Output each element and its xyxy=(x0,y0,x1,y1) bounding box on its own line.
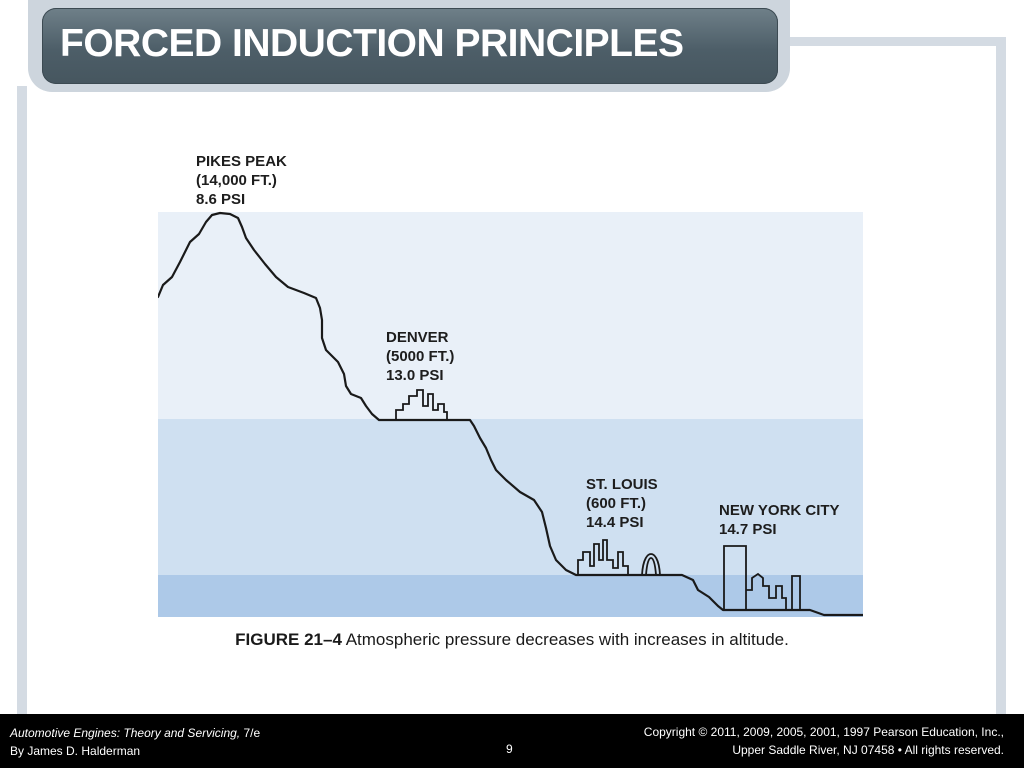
copyright-line-2: Upper Saddle River, NJ 07458 • All right… xyxy=(732,743,1004,757)
denver-elevation: (5000 FT.) xyxy=(386,348,455,365)
slide-title: FORCED INDUCTION PRINCIPLES xyxy=(60,22,684,65)
page-number: 9 xyxy=(506,742,513,756)
st-louis-elevation: (600 FT.) xyxy=(586,495,647,512)
figure-number: FIGURE 21–4 xyxy=(235,630,342,649)
terrain-profile-line xyxy=(158,211,863,617)
footer-book-title: Automotive Engines: Theory and Servicing… xyxy=(10,726,241,740)
footer-author: By James D. Halderman xyxy=(10,744,141,758)
st-louis-name: ST. LOUIS xyxy=(586,476,658,493)
title-banner xyxy=(42,8,778,84)
altitude-illustration xyxy=(158,211,863,617)
copyright-line-1: Copyright © 2011, 2009, 2005, 2001, 1997… xyxy=(643,725,1004,739)
label-new-york-city: NEW YORK CITY 14.7 PSI xyxy=(719,501,840,539)
slide-footer: Automotive Engines: Theory and Servicing… xyxy=(0,714,1024,768)
pikes-peak-name: PIKES PEAK xyxy=(196,153,287,170)
label-denver: DENVER (5000 FT.) 13.0 PSI xyxy=(386,328,454,385)
new-york-city-name: NEW YORK CITY xyxy=(719,502,840,519)
denver-name: DENVER xyxy=(386,329,449,346)
footer-copyright: Copyright © 2011, 2009, 2005, 2001, 1997… xyxy=(644,723,1004,759)
footer-book-info: Automotive Engines: Theory and Servicing… xyxy=(10,724,260,760)
new-york-skyline-icon xyxy=(723,545,801,610)
new-york-city-pressure: 14.7 PSI xyxy=(719,521,777,538)
pikes-peak-elevation: (14,000 FT.) xyxy=(196,172,277,189)
pikes-peak-pressure: 8.6 PSI xyxy=(196,191,246,208)
slide-frame-top xyxy=(760,37,1006,46)
st-louis-skyline-icon xyxy=(577,539,629,575)
gateway-arch-icon xyxy=(641,553,661,576)
st-louis-pressure: 14.4 PSI xyxy=(586,514,644,531)
figure-caption-text: Atmospheric pressure decreases with incr… xyxy=(341,630,789,649)
altitude-pressure-figure: PIKES PEAK (14,000 FT.) 8.6 PSI DENVER (… xyxy=(158,150,863,620)
figure-caption: FIGURE 21–4 Atmospheric pressure decreas… xyxy=(0,630,1024,650)
band-mid-altitude xyxy=(158,419,863,575)
band-high-altitude xyxy=(158,212,863,419)
slide-frame-left xyxy=(17,86,27,714)
denver-pressure: 13.0 PSI xyxy=(386,367,444,384)
footer-edition: 7/e xyxy=(240,726,261,740)
slide-frame-right xyxy=(996,42,1006,714)
label-st-louis: ST. LOUIS (600 FT.) 14.4 PSI xyxy=(586,475,658,532)
label-pikes-peak: PIKES PEAK (14,000 FT.) 8.6 PSI xyxy=(196,152,287,209)
denver-skyline-icon xyxy=(395,389,448,420)
